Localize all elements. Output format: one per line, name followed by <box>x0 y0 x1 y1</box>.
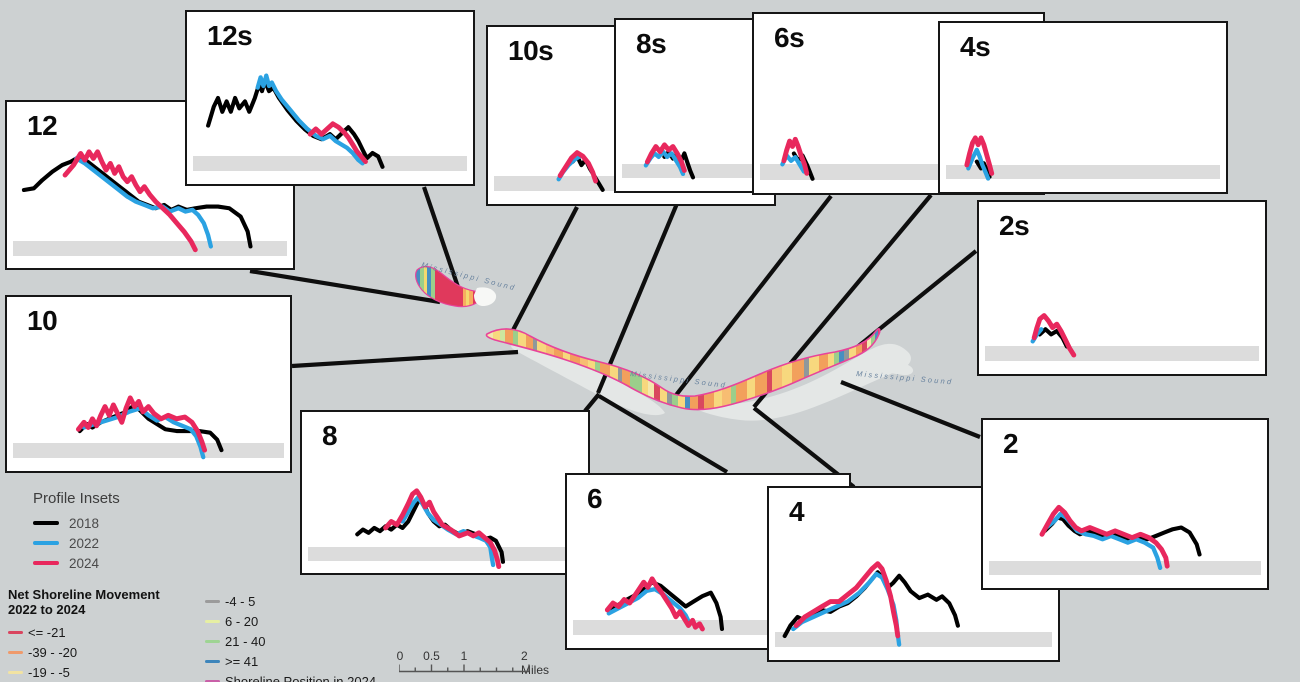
nsm-row-21-40: 21 - 40 <box>205 631 376 651</box>
scale-bar-ticks <box>399 664 530 673</box>
profile-insets-legend: Profile Insets 2018 2022 2024 <box>33 490 120 573</box>
inset-leader-line-0 <box>422 186 460 288</box>
shoreline-2018-shadow-1 <box>683 343 911 421</box>
scale-label-05: 0.5 <box>423 649 440 663</box>
profile-insets-legend-title: Profile Insets <box>33 490 120 507</box>
nsm-row-neg4-5: -4 - 5 <box>205 591 376 611</box>
nsm-row-lte-neg21: <= -21 <box>8 622 77 642</box>
nsm-row-gte-41: >= 41 <box>205 651 376 671</box>
inset-leader-line-2 <box>291 349 519 369</box>
legend-label-2018: 2018 <box>69 515 100 531</box>
scale-bar: 0 0.5 1 2 Miles <box>396 649 549 677</box>
nsm-row-shoreline-2024: Shoreline Position in 2024 <box>205 671 376 682</box>
nsm-swatch-lte-neg21 <box>8 630 23 634</box>
legend-row-2022: 2022 <box>33 533 120 553</box>
nsm-swatch-shoreline-2024 <box>205 679 220 682</box>
nsm-legend-right-column: -4 - 5 6 - 20 21 - 40 >= 41 Shoreline Po… <box>205 591 376 682</box>
nsm-row-neg19-neg5: -19 - -5 <box>8 662 77 682</box>
nsm-swatch-neg19-neg5 <box>8 670 23 674</box>
legend-row-2018: 2018 <box>33 513 120 533</box>
inset-leader-line-7 <box>597 394 729 474</box>
legend-row-2024: 2024 <box>33 553 120 573</box>
legend-label-2024: 2024 <box>69 555 100 571</box>
scale-label-2miles: 2 Miles <box>521 649 550 677</box>
nsm-swatch-neg39-neg20 <box>8 650 23 654</box>
inset-leader-line-9 <box>752 406 856 489</box>
shoreline-2018-shadow-2 <box>857 358 914 376</box>
line-swatch-2022 <box>33 541 59 545</box>
nsm-legend-title-line2: 2022 to 2024 <box>8 601 86 617</box>
nsm-swatch-gte-41 <box>205 659 220 663</box>
scale-label-1: 1 <box>460 649 468 663</box>
nsm-row-6-20: 6 - 20 <box>205 611 376 631</box>
inset-leader-line-11 <box>840 380 981 439</box>
inset-leader-line-6 <box>671 194 833 401</box>
main-island-outline-2024 <box>485 328 881 411</box>
inset-leader-line-5 <box>583 392 601 413</box>
shoreline-2018-shadow-0 <box>511 344 665 416</box>
line-swatch-2018 <box>33 521 59 525</box>
nsm-legend-left-column: <= -21 -39 - -20 -19 - -5 <box>8 622 77 682</box>
inset-leader-line-3 <box>508 206 579 337</box>
nsm-swatch-21-40 <box>205 639 220 643</box>
inset-leader-line-4 <box>596 193 683 394</box>
sand-patch <box>474 287 497 306</box>
line-swatch-2024 <box>33 561 59 565</box>
nsm-legend-title-line1: Net Shoreline Movement <box>8 587 160 602</box>
scale-label-0: 0 <box>396 649 404 663</box>
nsm-row-neg39-neg20: -39 - -20 <box>8 642 77 662</box>
nsm-swatch-neg4-5 <box>205 599 220 603</box>
nsm-swatch-6-20 <box>205 619 220 623</box>
net-shoreline-movement-legend: Net Shoreline Movement 2022 to 2024 <= -… <box>8 587 376 682</box>
inset-leader-line-1 <box>249 268 441 305</box>
legend-label-2022: 2022 <box>69 535 100 551</box>
